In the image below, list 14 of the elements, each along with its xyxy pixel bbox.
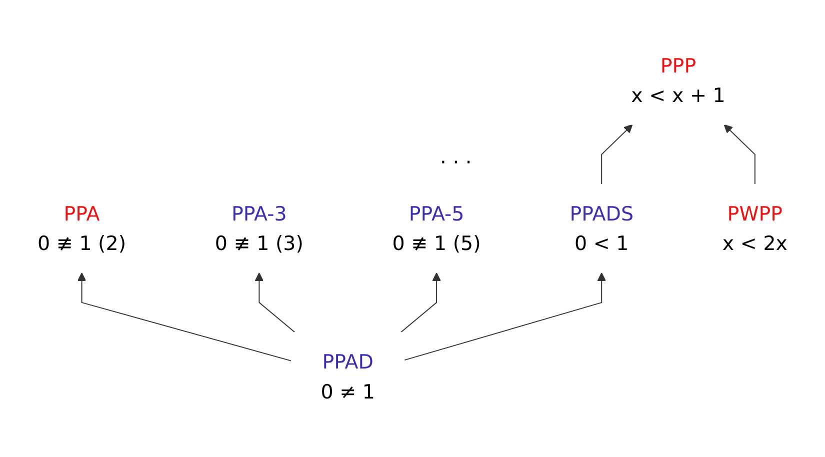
ellipsis-note: · · ·	[440, 150, 472, 174]
node-text: PPA 0 ≢ 1 (2)	[38, 202, 126, 256]
arrow	[724, 124, 756, 185]
arrow	[77, 272, 292, 362]
arrow	[404, 272, 606, 361]
node-text: PWPP x < 2x	[722, 202, 788, 256]
node-text: PPA-3 0 ≢ 1 (3)	[214, 202, 304, 256]
arrow	[601, 124, 633, 185]
node-text: PPAD 0 ≠ 1	[320, 350, 375, 404]
node-text: PPADS 0 < 1	[570, 202, 634, 256]
node-text: PPA-5 0 ≢ 1 (5)	[392, 202, 481, 256]
arrow	[254, 272, 296, 333]
node-text: PPP x < x + 1	[631, 54, 726, 108]
arrow	[400, 272, 441, 333]
